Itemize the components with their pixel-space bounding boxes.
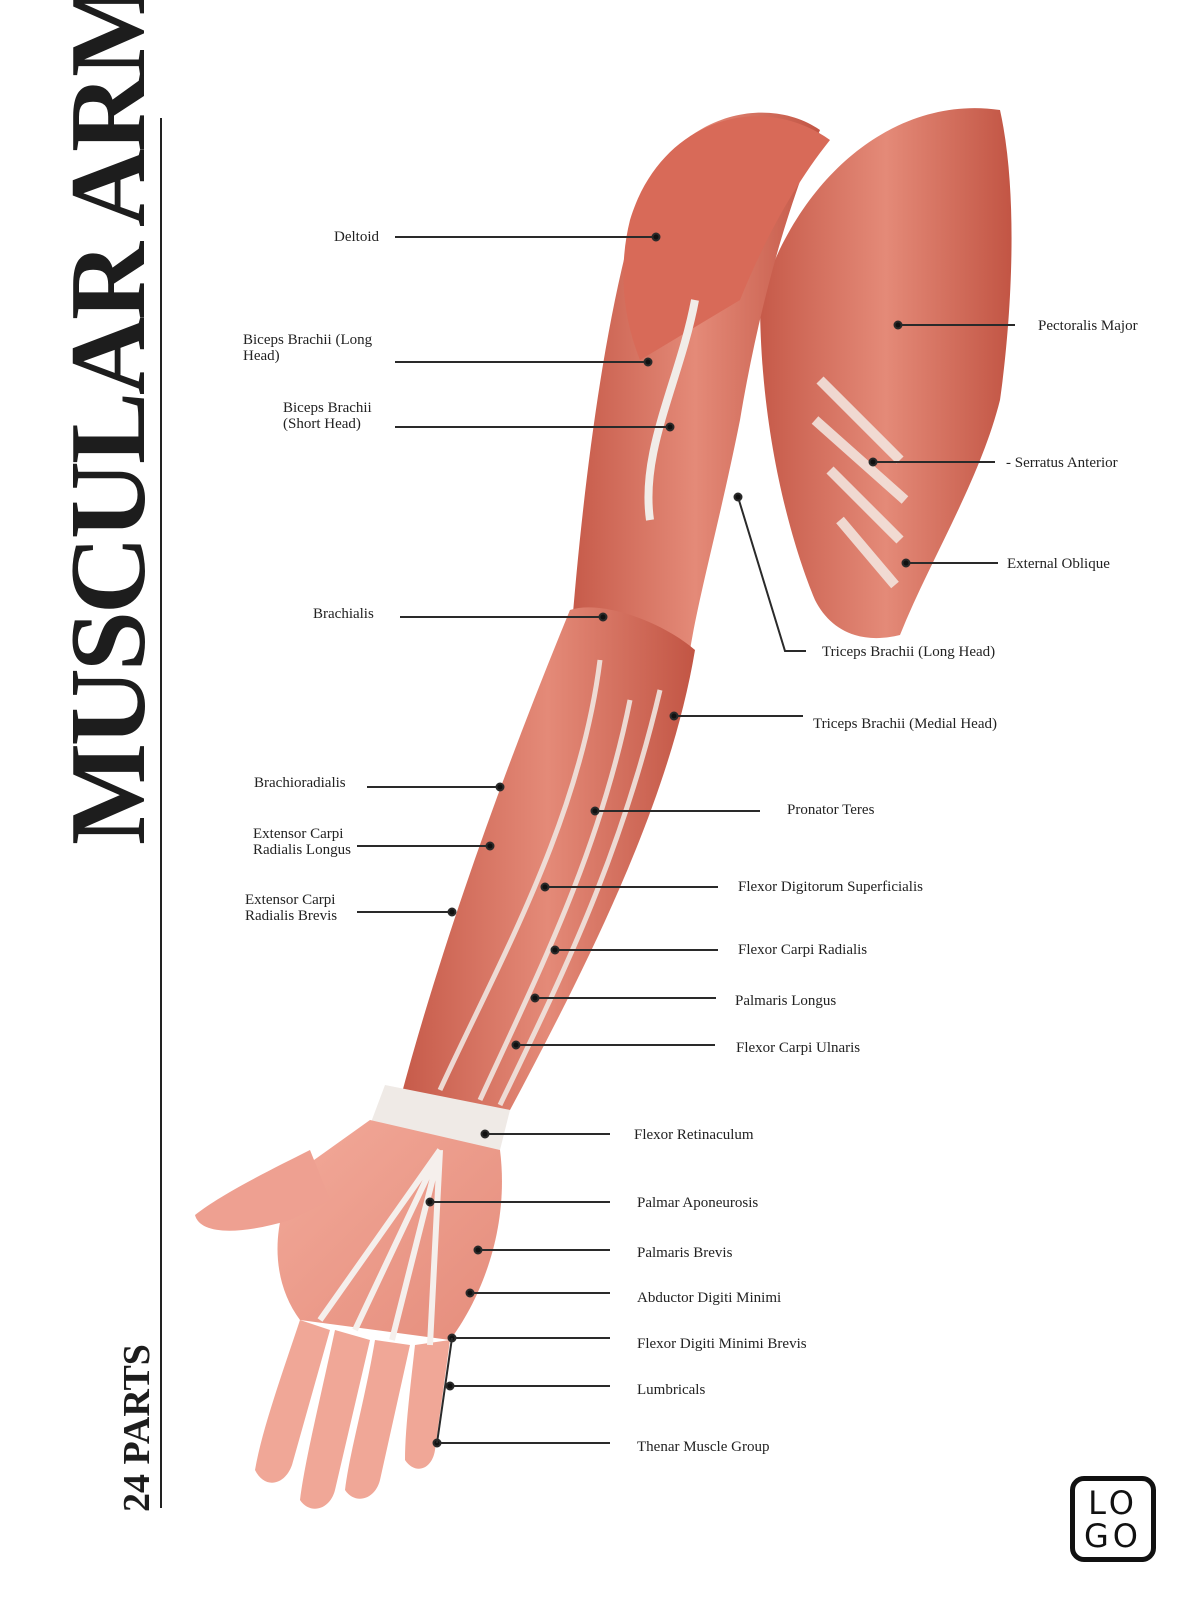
title-divider [160, 118, 162, 1508]
deltoid-shape [623, 116, 830, 361]
label-biceps-long: Biceps Brachii (Long Head) [243, 332, 373, 364]
label-triceps-medial: Triceps Brachii (Medial Head) [813, 716, 997, 732]
label-thenar: Thenar Muscle Group [637, 1439, 770, 1455]
label-biceps-short: Biceps Brachii (Short Head) [283, 400, 372, 432]
label-fcr: Flexor Carpi Radialis [738, 942, 868, 958]
label-ecrb: Extensor Carpi Radialis Brevis [245, 892, 338, 924]
palmar-tendons [317, 1148, 443, 1346]
thumb [195, 1150, 330, 1231]
label-deltoid: Deltoid [334, 229, 379, 245]
label-brachioradialis: Brachioradialis [254, 775, 346, 791]
biceps-tendon [644, 299, 699, 521]
label-lumbricals: Lumbricals [637, 1382, 706, 1398]
label-fdmb: Flexor Digiti Minimi Brevis [637, 1336, 807, 1352]
chest-muscles [760, 108, 1012, 639]
wrist-band [370, 1085, 510, 1150]
logo-line-1: LO [1088, 1484, 1138, 1522]
finger-3 [345, 1340, 410, 1499]
label-flexor-retinaculum: Flexor Retinaculum [634, 1127, 754, 1143]
label-pectoralis-major: Pectoralis Major [1038, 318, 1138, 334]
label-fcu: Flexor Carpi Ulnaris [736, 1040, 861, 1056]
label-external-oblique: External Oblique [1007, 556, 1110, 572]
logo-line-2: GO [1084, 1517, 1142, 1555]
label-abductor-digiti-minimi: Abductor Digiti Minimi [637, 1290, 782, 1306]
finger-2 [300, 1330, 370, 1509]
finger-1 [255, 1320, 330, 1483]
label-fds: Flexor Digitorum Superficialis [738, 879, 923, 895]
serratus-bands [811, 376, 909, 589]
label-palmar-aponeurosis: Palmar Aponeurosis [637, 1195, 759, 1211]
forearm-tendons [437, 659, 663, 1107]
label-ecrl: Extensor Carpi Radialis Longus [253, 826, 351, 858]
label-serratus-anterior: - Serratus Anterior [1006, 455, 1118, 471]
label-triceps-long: Triceps Brachii (Long Head) [822, 644, 996, 660]
label-brachialis: Brachialis [313, 606, 374, 622]
logo: LO GO [1070, 1476, 1156, 1562]
label-pronator-teres: Pronator Teres [787, 802, 875, 818]
palm [277, 1120, 502, 1340]
label-palmaris-brevis: Palmaris Brevis [637, 1245, 733, 1261]
label-palmaris-longus: Palmaris Longus [735, 993, 837, 1009]
finger-4 [405, 1340, 450, 1469]
